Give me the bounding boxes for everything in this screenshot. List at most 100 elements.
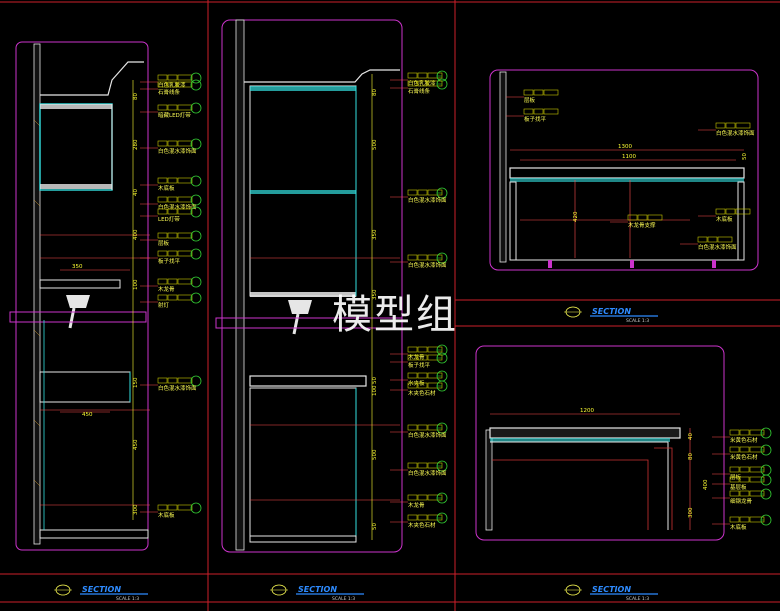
material-callout: 米黄色石材: [712, 427, 772, 444]
material-label: 木夹色石材: [408, 389, 436, 397]
material-callout: 白色乳胶漆: [390, 70, 448, 87]
section-title-block: SECTION SCALE 1:3: [564, 584, 658, 602]
material-callout: 木底板: [140, 502, 202, 519]
material-callout: 白色混水漆饰面: [140, 375, 202, 392]
material-label: 白色混水漆饰面: [158, 384, 197, 392]
spotlight-icon: [288, 300, 312, 314]
material-label: 白色混水漆饰面: [408, 431, 447, 439]
section-scale: SCALE 1:3: [626, 318, 649, 324]
dimension-value: 1100: [622, 154, 636, 160]
material-callout: 细钢龙骨: [712, 488, 772, 505]
material-callout: 水夹板: [390, 370, 448, 387]
dimension-value: 50: [372, 523, 378, 530]
panel-b-wall: [235, 19, 245, 551]
panel-c-shelf-top: [509, 167, 745, 179]
dimension-value: 150: [133, 377, 139, 388]
section-scale: SCALE 1:3: [626, 596, 649, 602]
dimension-value: 100: [372, 385, 378, 396]
material-label: 板子找平: [158, 257, 181, 265]
material-callout: 白色混水漆饰面: [390, 187, 448, 204]
material-callout: 木龙骨: [390, 344, 448, 361]
panel-a-ceiling-profile: [40, 61, 144, 96]
material-label: 层板: [158, 239, 170, 247]
panel-a-wall: [33, 43, 41, 545]
panel-a-upper-cabinet: [39, 103, 113, 191]
watermark-text: 模型组: [332, 292, 458, 338]
panel-b-ceiling-profile: [244, 69, 400, 83]
material-label: 木底板: [716, 215, 733, 223]
panel-c-wall: [499, 71, 507, 263]
dimension-value: 100: [133, 279, 139, 290]
section-title: SECTION: [592, 585, 631, 594]
material-label: 板子找平: [524, 115, 547, 123]
material-label: 基层板: [730, 483, 747, 491]
dimension-value: 1200: [580, 408, 594, 414]
material-label: 暗藏LED灯带: [158, 111, 191, 119]
section-title-block: SECTION SCALE 1:3: [564, 306, 658, 324]
material-callout: 木底板: [140, 175, 202, 192]
dimension-value: 300: [688, 507, 694, 518]
dimension-value: 400: [703, 479, 709, 490]
dimension-value: 80: [688, 453, 694, 460]
material-callout: 米黄色石材: [712, 444, 772, 461]
dimension-value: 350: [372, 229, 378, 240]
section-title: SECTION: [82, 585, 121, 594]
material-label: 层板: [524, 96, 536, 104]
material-callout: 板子找平: [140, 248, 202, 265]
material-callout: 木底板: [698, 208, 751, 223]
material-label: 白色混水漆饰面: [716, 129, 755, 137]
dimension-value: 450: [133, 439, 139, 450]
panel-b-counter: [249, 375, 367, 387]
dimension-value: 500: [372, 139, 378, 150]
material-label: 射灯: [158, 301, 170, 309]
material-callout: LED灯带: [140, 206, 202, 223]
material-label: 白色混水漆饰面: [698, 243, 737, 251]
panel-d-dimension-lines: [490, 413, 691, 530]
dimension-value: 80: [372, 89, 378, 96]
material-label: 白色混水漆饰面: [408, 469, 447, 477]
material-callout: 白色混水漆饰面: [390, 460, 448, 477]
material-label: 木夹色石材: [408, 521, 436, 529]
panel-a-border: [15, 41, 149, 551]
material-callout: 白色混水漆饰面: [140, 138, 202, 155]
material-callout: 层板: [140, 230, 202, 247]
panel-d-stone-top: [489, 427, 681, 439]
material-callout: 板子找平: [390, 352, 448, 369]
panel-b-dimension-lines: [250, 257, 400, 501]
material-label: 白色乳胶漆: [158, 81, 186, 89]
dimension-value: 420: [573, 211, 579, 222]
material-label: 白色混水漆饰面: [408, 196, 447, 204]
material-label: 白色混水漆饰面: [158, 147, 197, 155]
dimension-value: 40: [688, 433, 694, 440]
material-label: 白色乳胶漆: [408, 79, 436, 87]
material-callout: 木龙骨: [390, 492, 448, 509]
material-label: 木底板: [158, 511, 175, 519]
section-scale: SCALE 1:3: [332, 596, 355, 602]
panel-a-lower-shelf: [39, 371, 131, 403]
panel-b-border: [221, 19, 403, 553]
material-callout: 白色混水漆饰面: [680, 236, 737, 251]
material-callout: 木夹色石材: [390, 380, 448, 397]
material-label: 木龙骨: [408, 353, 425, 361]
material-callout: 基层板: [712, 474, 772, 491]
material-label: 木龙骨支撑: [628, 221, 656, 229]
material-callout: 白色混水漆饰面: [698, 122, 755, 137]
material-callout: 白色混水漆饰面: [390, 422, 448, 439]
panel-d-wall: [485, 429, 493, 531]
dimension-value: 400: [133, 229, 139, 240]
material-label: 石膏线条: [408, 87, 431, 95]
material-label: LED灯带: [158, 215, 180, 223]
section-title: SECTION: [592, 307, 631, 316]
material-callout: 层板: [712, 464, 772, 481]
dimension-value: 50: [742, 153, 748, 160]
material-callout: 石膏线条: [390, 78, 448, 95]
material-label: 米黄色石材: [730, 436, 758, 444]
material-callout: 木底板: [712, 514, 772, 531]
panel-b-lower-cabinet: [249, 387, 357, 537]
dimension-value: 500: [372, 449, 378, 460]
